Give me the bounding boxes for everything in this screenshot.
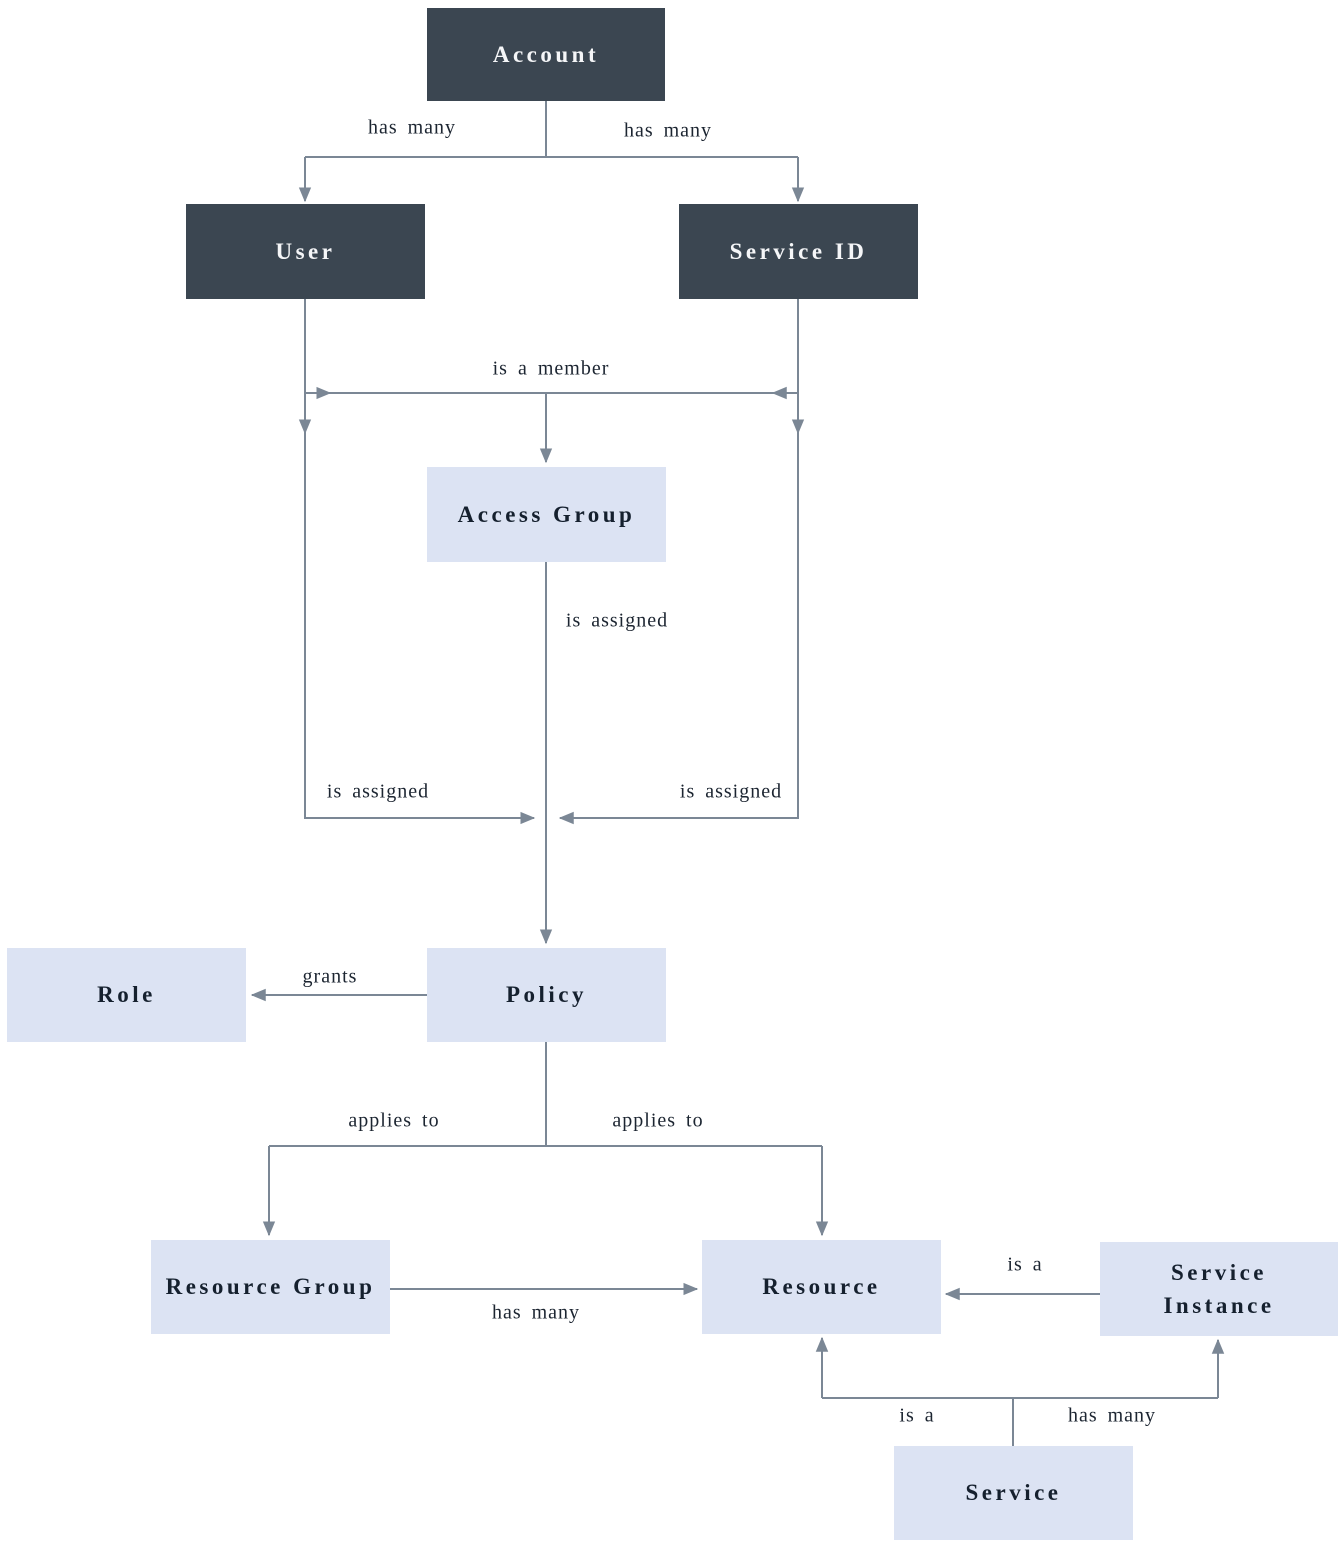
edge-label-service-has-many: has many — [1067, 1404, 1157, 1427]
edge-label-access-group-is-assigned: is assigned — [565, 609, 669, 632]
node-service-instance-label: Service Instance — [1163, 1259, 1275, 1318]
node-access-group: Access Group — [427, 467, 666, 562]
edge-label-applies-to-resource: applies to — [612, 1109, 704, 1132]
node-user: User — [186, 204, 425, 299]
edge-user-to-policy — [304, 299, 536, 825]
edge-label-grants: grants — [302, 965, 358, 988]
node-access-group-label: Access Group — [457, 501, 636, 527]
node-service-label: Service — [965, 1480, 1062, 1506]
node-role: Role — [7, 948, 246, 1042]
node-service-id: Service ID — [679, 204, 918, 299]
edge-account-split — [305, 101, 798, 158]
node-resource-group-label: Resource Group — [165, 1274, 376, 1300]
node-resource: Resource — [702, 1240, 941, 1334]
node-account-label: Account — [492, 41, 600, 67]
node-service-id-label: Service ID — [729, 238, 868, 264]
edge-label-service-id-is-assigned: is assigned — [679, 780, 783, 803]
node-service: Service — [894, 1446, 1133, 1540]
edge-label-account-service-id: has many — [623, 119, 713, 142]
edge-label-user-is-assigned: is assigned — [326, 780, 430, 803]
node-policy: Policy — [427, 948, 666, 1042]
edge-label-resource-group-has-many: has many — [491, 1301, 581, 1324]
edge-service-split — [822, 1397, 1218, 1446]
edge-label-service-is-a: is a — [899, 1404, 935, 1427]
edge-label-account-user: has many — [367, 116, 457, 139]
node-policy-label: Policy — [505, 982, 588, 1008]
edge-label-service-instance-is-a: is a — [1007, 1253, 1043, 1276]
node-account: Account — [427, 8, 665, 101]
edge-label-is-a-member: is a member — [492, 357, 610, 380]
node-resource-label: Resource — [762, 1274, 881, 1300]
edge-policy-split — [269, 1042, 822, 1147]
node-user-label: User — [275, 238, 336, 264]
edge-service-id-to-policy — [558, 299, 799, 825]
node-role-label: Role — [97, 982, 156, 1008]
node-resource-group: Resource Group — [151, 1240, 390, 1334]
node-service-instance: Service Instance — [1100, 1242, 1338, 1336]
edge-label-applies-to-resource-group: applies to — [348, 1109, 440, 1132]
